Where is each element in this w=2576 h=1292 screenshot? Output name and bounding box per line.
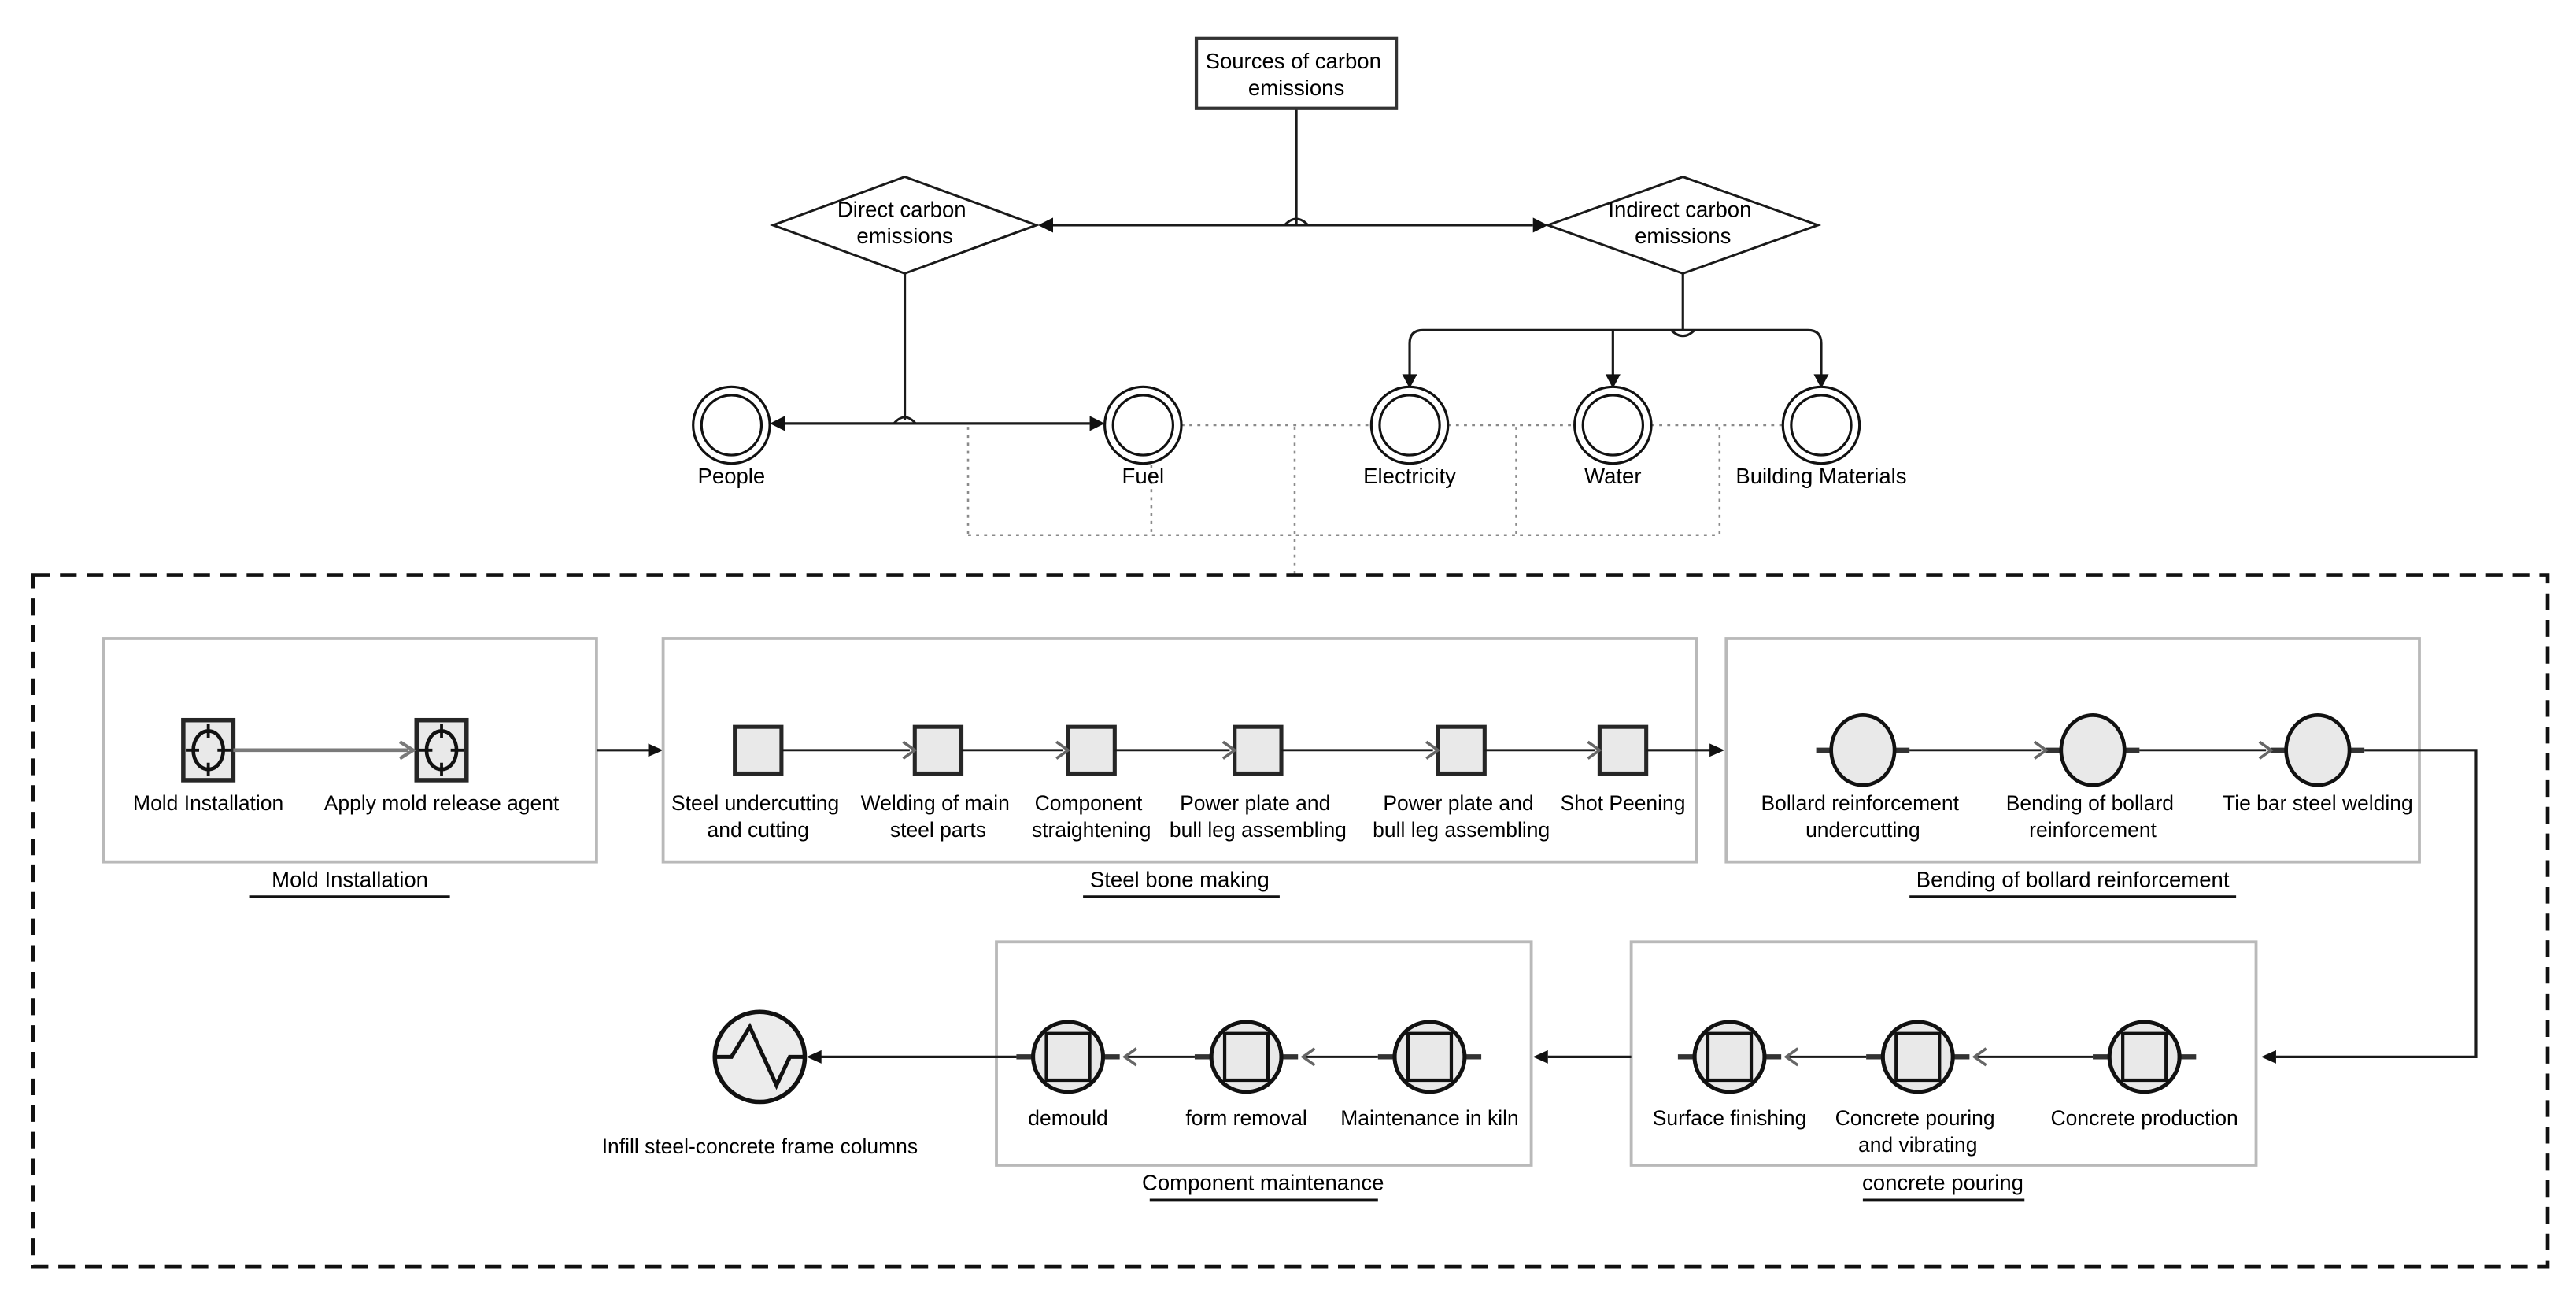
square-step-icon [733, 724, 784, 776]
step-label: Power plate and bull leg assembling [1170, 791, 1347, 842]
circle-step-icon [2046, 713, 2140, 787]
circle-square-step-icon [1377, 1020, 1482, 1094]
step-label: Component straightening [1032, 791, 1151, 842]
circle-square-step-icon [1677, 1020, 1782, 1094]
chevron-right-icon [2033, 740, 2049, 760]
indirect-split-line [1408, 328, 1823, 376]
double-circle-inner [1111, 394, 1175, 457]
step-label: Concrete production [2051, 1106, 2238, 1130]
electricity-node: Electricity [1363, 385, 1456, 488]
step-label: Maintenance in kiln [1340, 1106, 1518, 1130]
fuel-node: Fuel [1103, 385, 1183, 488]
water-label: Water [1584, 464, 1641, 488]
group-component-maintenance: demould form removal Maintenance in kiln… [995, 940, 1533, 1202]
circle-square-step-icon [1866, 1020, 1970, 1094]
sources-of-carbon-box [1194, 36, 1399, 110]
arrowhead-to-fuel [1089, 416, 1105, 431]
step-label: Mold Installation [133, 791, 283, 815]
mold-icon [414, 717, 469, 783]
square-step-icon [1066, 724, 1117, 776]
end-node-infill-columns: Infill steel-concrete frame columns [602, 1009, 918, 1158]
step-label: form removal [1185, 1106, 1306, 1130]
chevron-left-icon [1300, 1047, 1316, 1067]
end-node-label: Infill steel-concrete frame columns [602, 1135, 918, 1158]
circle-square-step-icon [2093, 1020, 2197, 1094]
double-circle-inner [1790, 394, 1853, 457]
chevron-left-icon [1783, 1047, 1799, 1067]
arrowhead-left [806, 1050, 822, 1064]
fuel-label: Fuel [1122, 464, 1165, 488]
group-caption: Mold Installation [272, 867, 428, 891]
people-node: People [692, 385, 771, 488]
chevron-right-icon [1425, 740, 1441, 760]
arrowhead-right [1709, 743, 1725, 757]
square-step-icon [1597, 724, 1649, 776]
line-hop [1670, 329, 1696, 338]
step-label: Concrete pouring and vibrating [1835, 1106, 2001, 1157]
step-label: Tie bar steel welding [2223, 791, 2413, 815]
square-step-icon [912, 724, 964, 776]
chevron-right-icon [1587, 740, 1602, 760]
arrowhead-left [1532, 1050, 1548, 1064]
dashed-boundary [31, 573, 2550, 1269]
emission-sources-tree: Sources of carbon emissions Direct carbo… [692, 36, 1907, 576]
step-label: Welding of main steel parts [861, 791, 1016, 842]
chevron-right-icon [398, 740, 417, 761]
double-circle-inner [1378, 394, 1441, 457]
group-mold-installation: Mold Installation Apply mold release age… [102, 637, 598, 899]
chevron-right-icon [2258, 740, 2274, 760]
process-flow-area: Mold Installation Apply mold release age… [31, 573, 2550, 1269]
chevron-left-icon [1972, 1047, 1987, 1067]
square-step-icon [1233, 724, 1284, 776]
dotted-relation-lines [966, 424, 1783, 576]
step-label: Bollard reinforcement undercutting [1761, 791, 1965, 842]
group-bending-bollard-reinforcement: Bollard reinforcement undercutting Bendi… [1724, 637, 2421, 899]
step-label: Power plate and bull leg assembling [1373, 791, 1550, 842]
square-step-icon [1436, 724, 1487, 776]
group-caption: Steel bone making [1090, 867, 1270, 891]
group-caption: Component maintenance [1142, 1171, 1384, 1195]
arrowhead-right [648, 743, 663, 757]
group-concrete-pouring: Surface finishing Concrete pouring and v… [1629, 940, 2258, 1202]
people-label: People [698, 464, 766, 488]
water-node: Water [1573, 385, 1653, 488]
group-caption: Bending of bollard reinforcement [1916, 867, 2230, 891]
step-label: demould [1028, 1106, 1107, 1130]
step-label: Bending of bollard reinforcement [2006, 791, 2180, 842]
arrowhead-to-people [770, 416, 785, 431]
building-materials-node: Building Materials [1735, 385, 1907, 488]
circle-step-icon [1816, 713, 1910, 787]
arrowhead-to-indirect [1532, 217, 1548, 233]
chevron-right-icon [1221, 740, 1237, 760]
double-circle-inner [1581, 394, 1645, 457]
direct-emissions-label: Direct carbon emissions [837, 197, 972, 248]
sources-of-carbon-label: Sources of carbon emissions [1206, 49, 1388, 100]
circle-square-step-icon [1016, 1020, 1120, 1094]
group-caption: concrete pouring [1862, 1171, 2023, 1195]
mold-icon [181, 717, 236, 783]
group-steel-bone-making: Steel undercutting and cutting Welding o… [661, 637, 1698, 899]
circle-step-icon [2271, 713, 2365, 787]
chevron-right-icon [902, 740, 918, 760]
arrowhead-to-building-materials [1813, 374, 1829, 389]
elbow-connector [2275, 749, 2478, 1058]
indirect-emissions-label: Indirect carbon emissions [1608, 197, 1757, 248]
step-label: Apply mold release agent [324, 791, 560, 815]
double-circle-inner [700, 394, 763, 457]
step-label: Surface finishing [1653, 1106, 1807, 1130]
line-hop [893, 416, 917, 424]
arrowhead-to-electricity [1402, 374, 1417, 389]
electricity-label: Electricity [1363, 464, 1456, 488]
arrowhead-to-water [1605, 374, 1621, 389]
zigzag-glyph [715, 1022, 805, 1090]
chevron-right-icon [1055, 740, 1071, 760]
step-label: Steel undercutting and cutting [671, 791, 845, 842]
step-label: Shot Peening [1561, 791, 1686, 815]
line-hop [1284, 217, 1309, 226]
building-materials-label: Building Materials [1735, 464, 1906, 488]
chevron-left-icon [1122, 1047, 1137, 1067]
circle-square-step-icon [1194, 1020, 1299, 1094]
arrowhead-left [2260, 1050, 2276, 1064]
arrowhead-to-direct [1037, 217, 1053, 233]
